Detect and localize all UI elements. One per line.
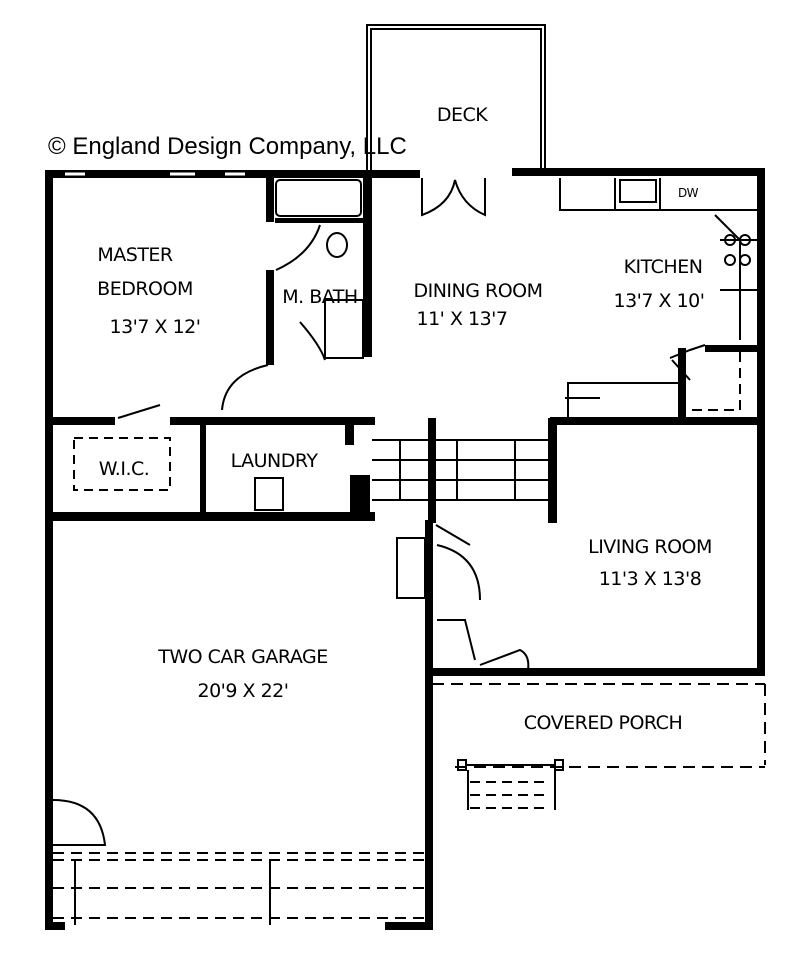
fixtures-and-lines — [52, 24, 766, 925]
dishwasher-label: DW — [677, 186, 699, 200]
copyright-text: © England Design Company, LLC — [48, 133, 407, 160]
room-size-living-room: 11'3 X 13'8 — [598, 568, 702, 590]
room-label-kitchen: KITCHEN — [623, 256, 703, 278]
room-size-master-bedroom: 13'7 X 12' — [109, 316, 201, 338]
room-label-laundry: LAUNDRY — [230, 450, 318, 472]
room-label-living-room: LIVING ROOM — [588, 536, 712, 558]
room-label-deck: DECK — [436, 104, 488, 126]
room-label-covered-porch: COVERED PORCH — [523, 712, 683, 734]
room-label-wic: W.I.C. — [98, 458, 150, 480]
room-label-master-bedroom-1: MASTER — [97, 244, 173, 266]
room-label-master-bedroom-2: BEDROOM — [97, 278, 193, 300]
room-size-dining-room: 11' X 13'7 — [416, 308, 508, 330]
room-size-kitchen: 13'7 X 10' — [613, 290, 705, 312]
room-size-garage: 20'9 X 22' — [197, 680, 289, 702]
room-label-master-bath: M. BATH — [282, 286, 358, 308]
room-label-dining-room: DINING ROOM — [413, 280, 543, 302]
room-label-garage: TWO CAR GARAGE — [158, 646, 328, 668]
